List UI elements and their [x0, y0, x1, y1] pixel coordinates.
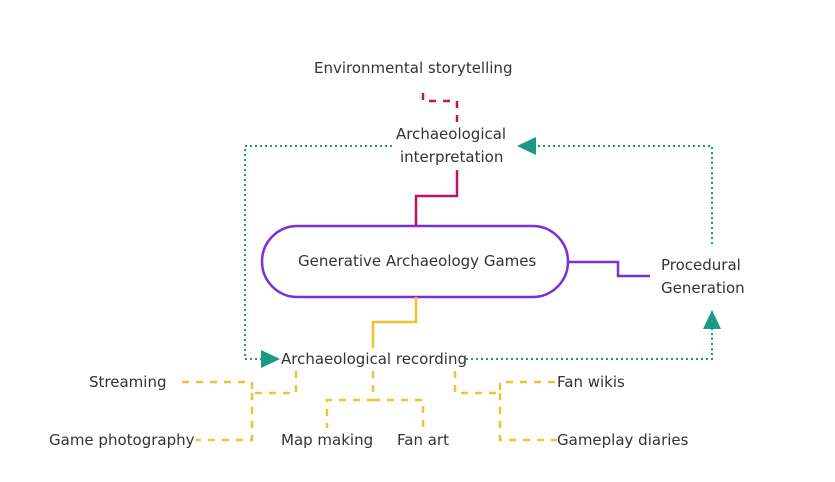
node-streaming[interactable]: Streaming [89, 373, 167, 391]
node-procedural-generation-line2[interactable]: Generation [661, 279, 745, 297]
node-archaeological-interpretation-line2[interactable]: interpretation [400, 148, 504, 166]
arrow-into-interpretation-icon [517, 137, 536, 155]
loop-recording-procedural [466, 329, 713, 360]
node-archaeological-interpretation-line1[interactable]: Archaeological [396, 125, 507, 143]
node-environmental-storytelling[interactable]: Environmental storytelling [314, 59, 513, 77]
central-node-label[interactable]: Generative Archaeology Games [298, 252, 537, 270]
node-map-making[interactable]: Map making [281, 431, 374, 449]
node-archaeological-recording[interactable]: Archaeological recording [281, 350, 467, 368]
link-recording-fanart [373, 398, 425, 428]
arrow-into-recording-icon [261, 350, 280, 368]
arrow-into-procedural-icon [703, 310, 721, 329]
link-recording-photography [196, 393, 254, 442]
link-central-recording [371, 297, 418, 348]
link-recording-mapmaking [325, 371, 375, 428]
link-recording-streaming [180, 371, 298, 395]
link-recording-diaries [498, 393, 557, 442]
loop-procedural-interpretation [536, 145, 713, 244]
node-procedural-generation-line1[interactable]: Procedural [661, 256, 741, 274]
node-game-photography[interactable]: Game photography [49, 431, 195, 449]
node-fan-art[interactable]: Fan art [397, 431, 449, 449]
link-central-procedural [568, 260, 650, 278]
node-gameplay-diaries[interactable]: Gameplay diaries [557, 431, 689, 449]
link-recording-fanwikis [453, 371, 557, 395]
link-central-interpretation [414, 170, 459, 226]
link-interpretation-environmental [421, 88, 459, 122]
node-fan-wikis[interactable]: Fan wikis [557, 373, 625, 391]
